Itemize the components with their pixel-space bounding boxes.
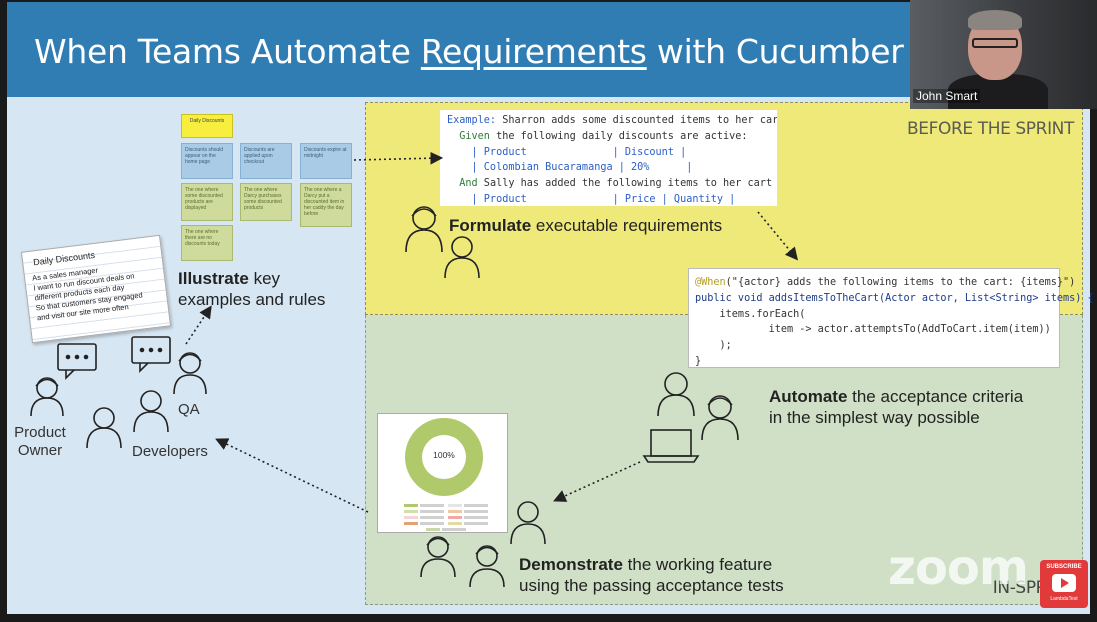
- gherkin-line: And Sally has added the following items …: [447, 176, 773, 192]
- legend-text: [420, 516, 444, 519]
- legend-swatch: [404, 516, 418, 519]
- participant-video-tile[interactable]: John Smart: [910, 0, 1097, 109]
- zoom-watermark: zoom: [888, 540, 1029, 596]
- java-line: item -> actor.attemptsTo(AddToCart.item(…: [695, 324, 1051, 336]
- title-bar: When Teams Automate Requirements with Cu…: [7, 2, 1090, 97]
- legend-text: [464, 522, 488, 525]
- sticky-example-4: The one where there are no discounts tod…: [181, 225, 233, 261]
- gherkin-keyword: Example:: [447, 115, 497, 126]
- formulate-bold: Formulate: [449, 216, 532, 235]
- gherkin-table-row: | Colombian Bucaramanga | 20% |: [447, 162, 693, 174]
- product-owner-label-line2: Owner: [17, 442, 63, 459]
- gherkin-code-box: Example: Sharron adds some discounted it…: [440, 110, 777, 206]
- product-owner-label-line1: Product: [14, 424, 66, 441]
- gherkin-line: Given the following daily discounts are …: [447, 129, 770, 145]
- qa-label: QA: [178, 401, 200, 418]
- gherkin-table-row: | Product | Discount |: [447, 146, 687, 158]
- sticky-rule-1: Discounts should appear on the home page: [181, 143, 233, 179]
- gherkin-keyword: Given: [447, 130, 490, 142]
- sticky-example-3: The one where a Darcy put a discounted i…: [300, 183, 352, 227]
- java-text: ("{actor} adds the following items to th…: [725, 277, 1076, 288]
- java-code-box: @When("{actor} adds the following items …: [688, 268, 1094, 368]
- sticky-example-1: The one where some discounted products a…: [181, 183, 233, 221]
- gherkin-table-row: | Product | Price | Quantity |: [447, 193, 736, 205]
- demonstrate-caption: Demonstrate the working feature using the…: [519, 554, 784, 596]
- title-part-1: When Teams Automate: [34, 32, 421, 71]
- illustrate-text: key: [248, 269, 281, 288]
- legend-text: [442, 528, 466, 531]
- sticky-rule-2: Discounts are applied upon checkout: [240, 143, 292, 179]
- illustrate-caption: Illustrate key examples and rules: [178, 268, 325, 310]
- java-line: }: [695, 355, 702, 367]
- legend-text: [420, 504, 444, 507]
- play-triangle-icon: [1061, 578, 1069, 588]
- gherkin-line: Example: Sharron adds some discounted it…: [447, 113, 777, 129]
- participant-hair: [968, 10, 1022, 30]
- before-sprint-label: BEFORE THE SPRINT: [906, 119, 1074, 139]
- gherkin-text: the following daily discounts are active…: [489, 130, 748, 142]
- brand-text: LambdaTest: [1050, 596, 1078, 602]
- automate-text-line2: in the simplest way possible: [769, 408, 980, 427]
- donut-hole: [422, 435, 466, 479]
- sticky-rule-3: Discounts expire at midnight: [300, 143, 352, 179]
- java-line: @When("{actor} adds the following items …: [695, 275, 1075, 291]
- legend-swatch: [448, 522, 462, 525]
- formulate-text: executable requirements: [531, 216, 723, 235]
- subscribe-badge[interactable]: SUBSCRIBE LambdaTest: [1040, 560, 1088, 608]
- legend-swatch: [426, 528, 440, 531]
- legend-swatch: [404, 510, 418, 513]
- gherkin-text: Sally has added the following items to h…: [477, 178, 773, 190]
- legend-text: [420, 510, 444, 513]
- legend-swatch: [448, 516, 462, 519]
- title-part-2: with Cucumber: [646, 32, 904, 71]
- java-annotation: @When: [695, 277, 726, 288]
- automate-text: the acceptance criteria: [847, 387, 1024, 406]
- demonstrate-text-line2: using the passing acceptance tests: [519, 576, 784, 595]
- user-story-text: As a sales manager I want to run discoun…: [32, 261, 145, 324]
- sticky-header: Daily Discounts: [181, 114, 233, 138]
- formulate-caption: Formulate executable requirements: [449, 215, 722, 236]
- legend-swatch: [404, 504, 418, 507]
- user-story-title: Daily Discounts: [32, 249, 96, 268]
- legend-swatch: [404, 522, 418, 525]
- automate-bold: Automate: [769, 387, 848, 406]
- legend-text: [464, 504, 488, 507]
- glasses-icon: [972, 38, 1018, 48]
- sticky-example-2: The one where Darcy purchases some disco…: [240, 183, 292, 221]
- subscribe-text: SUBSCRIBE: [1046, 564, 1082, 570]
- title-underlined: Requirements: [420, 32, 647, 71]
- automate-caption: Automate the acceptance criteria in the s…: [769, 386, 1023, 428]
- donut-percent: 100%: [433, 450, 455, 460]
- demonstrate-bold: Demonstrate: [519, 555, 623, 574]
- demonstrate-text: the working feature: [622, 555, 773, 574]
- legend-swatch: [448, 510, 462, 513]
- user-story-card: Daily Discounts As a sales manager I wan…: [20, 234, 172, 344]
- java-line: public void addsItemsToTheCart(Actor act…: [695, 292, 1094, 304]
- slide-title: When Teams Automate Requirements with Cu…: [34, 32, 904, 71]
- legend-text: [464, 516, 488, 519]
- participant-name: John Smart: [913, 89, 981, 103]
- gherkin-keyword: And: [447, 178, 478, 190]
- legend-text: [420, 522, 444, 525]
- legend-swatch: [448, 504, 462, 507]
- java-line: items.forEach(: [695, 308, 806, 320]
- illustrate-text-line2: examples and rules: [178, 290, 326, 309]
- developers-label: Developers: [132, 443, 208, 460]
- gherkin-text: Sharron adds some discounted items to he…: [496, 115, 777, 126]
- legend-text: [464, 510, 488, 513]
- illustrate-bold: Illustrate: [178, 269, 249, 288]
- java-line: );: [695, 340, 732, 352]
